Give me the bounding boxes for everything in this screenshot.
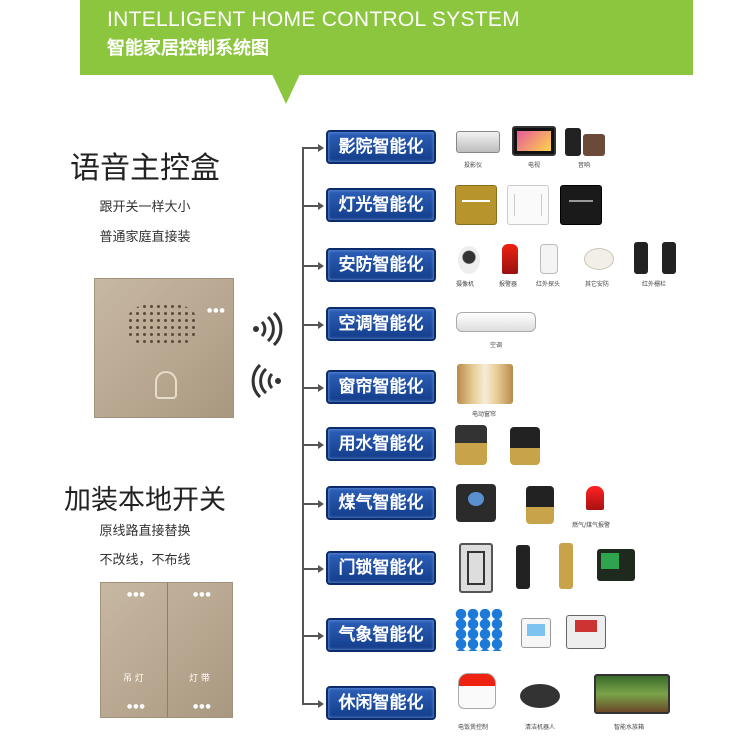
local-switch-line-2: 不改线，不布线 (99, 553, 191, 568)
voice-box-line-1: 跟开关一样大小 (99, 200, 191, 215)
switch-led-top-right: ●●● (193, 591, 212, 598)
category-curtain: 窗帘智能化 (326, 370, 436, 404)
arrow-icon (318, 632, 324, 640)
arrow-icon (318, 500, 324, 508)
device-label: 燃气/煤气报警 (572, 522, 611, 529)
indicator-leds: ●●● (207, 307, 226, 314)
arrow-icon (318, 384, 324, 392)
device-label: 摄像机 (456, 281, 475, 288)
voice-box-title: 语音主控盒 (70, 151, 220, 186)
beam-sensor-right-icon (662, 242, 676, 274)
gold-switch-panel-icon (455, 185, 497, 225)
curtain-icon (457, 364, 513, 404)
smoke-detector-icon (584, 248, 614, 270)
aquarium-icon (594, 674, 670, 714)
weather-station-icon (566, 615, 606, 649)
switch-label-right: 灯 带 (189, 674, 210, 684)
connector-branch (302, 703, 322, 705)
thermostat-icon (521, 618, 551, 648)
amplifier-icon (583, 134, 605, 156)
water-valve-icon (455, 425, 487, 465)
connector-trunk (302, 147, 304, 703)
switch-led-bottom-left: ●●● (127, 703, 146, 710)
category-gas: 煤气智能化 (326, 486, 436, 520)
connector-branch (302, 265, 322, 267)
connector-branch (302, 387, 322, 389)
header-title-cn: 智能家居控制系统图 (107, 38, 269, 59)
device-label: 红外栅栏 (642, 281, 667, 288)
switch-led-bottom-right: ●●● (193, 703, 212, 710)
category-air-conditioning: 空调智能化 (326, 307, 436, 341)
wireless-signal-icon-out (253, 312, 283, 346)
local-switch-title: 加装本地开关 (64, 485, 226, 516)
gold-lock-icon (559, 543, 573, 589)
arrow-icon (318, 262, 324, 270)
device-label: 音响 (578, 162, 591, 169)
local-switch-line-1: 原线路直接替换 (99, 524, 191, 539)
switch-led-top-left: ●●● (127, 591, 146, 598)
door-closer-icon (459, 543, 493, 593)
projector-icon (456, 131, 500, 153)
connector-branch (302, 635, 322, 637)
weather-icons-grid (455, 609, 503, 651)
device-label: 电饭煲控制 (458, 724, 489, 731)
air-conditioner-icon (456, 312, 536, 332)
microphone-icon (155, 371, 177, 399)
voice-box-line-2: 普通家庭直接装 (99, 230, 191, 245)
fingerprint-lock-icon (516, 545, 530, 589)
manipulator-valve-icon (510, 427, 540, 465)
header-banner-notch (272, 74, 300, 104)
category-security: 安防智能化 (326, 248, 436, 282)
header-title-en: INTELLIGENT HOME CONTROL SYSTEM (107, 8, 521, 31)
category-water: 用水智能化 (326, 427, 436, 461)
arrow-icon (318, 321, 324, 329)
cleaning-robot-icon (520, 684, 560, 708)
wireless-signal-icon-in (251, 364, 281, 398)
category-weather: 气象智能化 (326, 618, 436, 652)
switch-divider (167, 583, 168, 717)
arrow-icon (318, 144, 324, 152)
connector-branch (302, 147, 322, 149)
white-switch-panel-icon (507, 185, 549, 225)
category-leisure: 休闲智能化 (326, 686, 436, 720)
gas-valve-icon (526, 486, 554, 524)
device-label: 智能水族箱 (614, 724, 645, 731)
switch-label-left: 吊 灯 (123, 674, 144, 684)
arrow-icon (318, 202, 324, 210)
rice-cooker-icon (458, 673, 496, 709)
arrow-icon (318, 441, 324, 449)
speaker-grille (127, 303, 197, 347)
device-label: 红外探头 (536, 281, 561, 288)
category-cinema: 影院智能化 (326, 130, 436, 164)
category-lighting: 灯光智能化 (326, 188, 436, 222)
device-label: 空调 (490, 342, 503, 349)
connector-branch (302, 444, 322, 446)
local-switch-panel-image: ●●● ●●● 吊 灯 灯 带 ●●● ●●● (100, 582, 233, 718)
speaker-left-icon (565, 128, 581, 156)
gas-controller-icon (456, 484, 496, 522)
black-switch-panel-icon (560, 185, 602, 225)
gas-alarm-icon (586, 486, 604, 510)
alarm-siren-icon (502, 244, 518, 274)
header-banner (80, 0, 693, 75)
connector-branch (302, 568, 322, 570)
connector-branch (302, 324, 322, 326)
access-control-icon (597, 549, 635, 581)
voice-control-box-image: ●●● (94, 278, 234, 418)
device-label: 其它安防 (585, 281, 610, 288)
device-label: 电视 (528, 162, 541, 169)
device-label: 清洁机器人 (525, 724, 556, 731)
infrared-detector-icon (540, 244, 558, 274)
connector-branch (302, 205, 322, 207)
category-door-lock: 门锁智能化 (326, 551, 436, 585)
device-label: 电动窗帘 (472, 411, 497, 418)
tv-icon (512, 126, 556, 156)
camera-icon (458, 246, 480, 274)
beam-sensor-left-icon (634, 242, 648, 274)
connector-branch (302, 503, 322, 505)
device-label: 投影仪 (464, 162, 483, 169)
arrow-icon (318, 565, 324, 573)
arrow-icon (318, 700, 324, 708)
device-label: 报警器 (499, 281, 518, 288)
